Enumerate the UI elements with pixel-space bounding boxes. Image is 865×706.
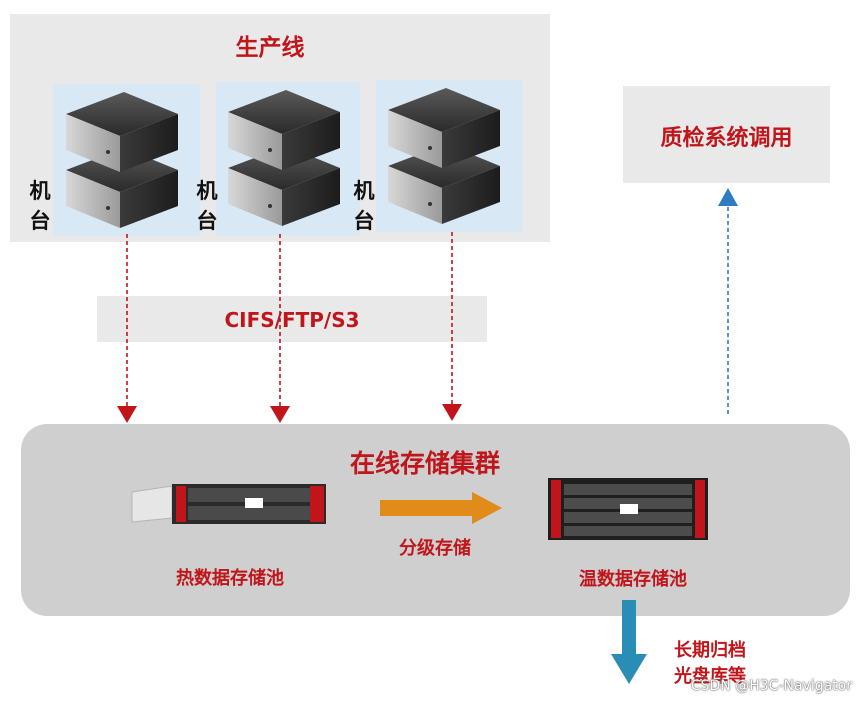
machine-2-label-text: 机 台 (196, 179, 218, 233)
tiering-arrow-icon (380, 492, 502, 524)
server-stack-icon-2 (228, 90, 340, 226)
machine-3-label-text: 机 台 (353, 179, 375, 233)
server-stack-icon-3 (388, 88, 500, 224)
server-stack-icon-1 (66, 92, 178, 228)
warm-storage-server-icon (548, 478, 708, 540)
production-line-title: 生产线 (235, 35, 305, 61)
storage-cluster-panel (21, 424, 850, 616)
watermark: CSDN @H3C-Navigator (690, 678, 852, 694)
flow-arrow-3-head (442, 404, 462, 421)
hot-storage-server-icon (131, 484, 326, 524)
machine-3-label: 机 台 (352, 176, 376, 236)
machine-2-label: 机 台 (195, 176, 219, 236)
flow-arrow-1-head (117, 406, 137, 423)
archive-label-line2: 光盘库等 (674, 666, 746, 687)
protocol-bar (97, 296, 487, 342)
cluster-title: 在线存储集群 (349, 449, 500, 478)
tiering-label: 分级存储 (399, 538, 471, 559)
protocol-label: CIFS/FTP/S3 (224, 308, 360, 332)
archive-label-line1: 长期归档 (674, 640, 746, 661)
machine-1-label: 机 台 (28, 176, 52, 236)
qc-system-box (623, 86, 830, 183)
data-flow-arrows (126, 232, 453, 406)
qc-arrow-head (718, 188, 738, 206)
archive-arrow-icon (611, 600, 647, 684)
machine-1-label-text: 机 台 (29, 179, 51, 233)
hot-pool-label: 热数据存储池 (176, 568, 284, 589)
warm-pool-label: 温数据存储池 (579, 569, 687, 590)
flow-arrow-2-head (270, 406, 290, 423)
qc-system-label: 质检系统调用 (660, 126, 793, 151)
